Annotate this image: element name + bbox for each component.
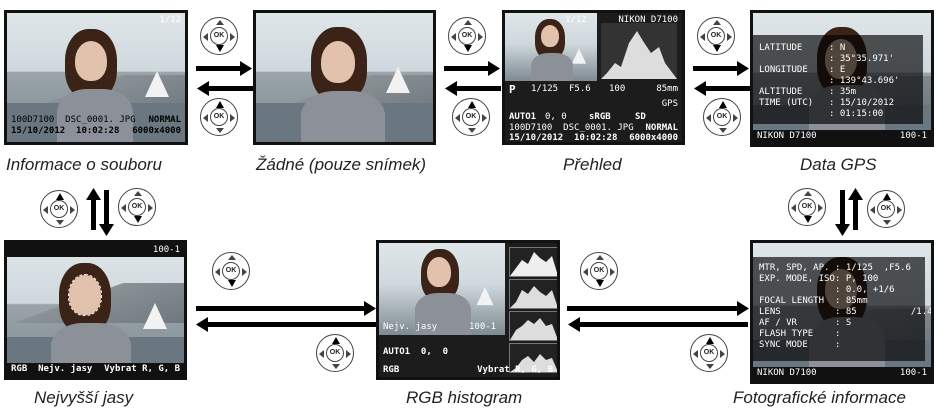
frame-counter: 1/12 bbox=[565, 15, 587, 25]
screen-overview: 1/12 NIKON D7100 P 1/125 F5.6 100 85mm G… bbox=[502, 10, 685, 145]
wb-adjust: 0, 0 bbox=[545, 112, 567, 122]
aperture: F5.6 bbox=[569, 84, 591, 94]
caption-rgb-histogram: RGB histogram bbox=[406, 388, 523, 407]
caption-file-info: Informace o souboru bbox=[6, 155, 162, 174]
multi-selector-icon: OK bbox=[452, 98, 490, 136]
multi-selector-icon: OK bbox=[40, 190, 78, 228]
focal-length: 85mm bbox=[656, 84, 678, 94]
highlights-label: Nejv. jasy bbox=[383, 322, 438, 332]
camera-model: NIKON D7100 bbox=[618, 15, 678, 25]
quality: NORMAL bbox=[645, 123, 678, 133]
multi-selector-icon: OK bbox=[212, 252, 250, 290]
caption-shooting-info: Fotografické informace bbox=[733, 388, 906, 407]
screen-rgb-histogram: Nejv. jasy 100-1 AUTO1 0, 0 RGB Vybrat R… bbox=[376, 240, 560, 380]
screen-none bbox=[253, 10, 436, 145]
multi-selector-icon: OK bbox=[867, 190, 905, 228]
camera-model: NIKON D7100 bbox=[757, 368, 817, 378]
iso: 100 bbox=[609, 84, 626, 94]
shooting-values: : 1/125 ,F5.6 : P, 100 : 0.0, +1/6 : 85m… bbox=[835, 263, 933, 350]
multi-selector-icon: OK bbox=[697, 17, 735, 55]
multi-selector-icon: OK bbox=[118, 188, 156, 226]
histogram-blue bbox=[509, 343, 557, 373]
file-name: 100D7100 DSC_0001. JPG bbox=[509, 123, 634, 133]
date-time: 15/10/2012 10:02:28 bbox=[11, 126, 120, 136]
camera-model: NIKON D7100 bbox=[757, 131, 817, 141]
screen-gps: LATITUDE LONGITUDE ALTITUDE TIME (UTC) :… bbox=[750, 10, 934, 147]
picture-control: SD bbox=[635, 112, 646, 122]
color-space: sRGB bbox=[589, 112, 611, 122]
quality: NORMAL bbox=[148, 115, 181, 125]
screen-highlights: 100-1 RGB Nejv. jasy Vybrat R, G, B bbox=[4, 240, 187, 380]
multi-selector-icon: OK bbox=[448, 17, 486, 55]
shooting-mode: P bbox=[509, 83, 516, 96]
multi-selector-icon: OK bbox=[200, 98, 238, 136]
multi-selector-icon: OK bbox=[703, 98, 741, 136]
file-name: 100D7100 DSC_0001. JPG bbox=[11, 115, 136, 125]
gps-badge: GPS bbox=[661, 99, 678, 109]
display-mode: RGB bbox=[383, 365, 400, 375]
shutter-speed: 1/125 bbox=[531, 84, 559, 94]
multi-selector-icon: OK bbox=[316, 334, 354, 372]
select-channel: Vybrat R, G, B bbox=[477, 365, 553, 375]
frame-number: 100-1 bbox=[899, 131, 927, 141]
multi-selector-icon: OK bbox=[690, 334, 728, 372]
caption-none: Žádné (pouze snímek) bbox=[256, 155, 427, 174]
screen-shooting-info: MTR, SPD, AP. EXP. MODE, ISO FOCAL LENGT… bbox=[750, 240, 934, 384]
gps-labels: LATITUDE LONGITUDE ALTITUDE TIME (UTC) bbox=[759, 43, 814, 108]
histogram-red bbox=[509, 279, 557, 309]
histogram-green bbox=[509, 311, 557, 341]
channel-label: RGB Nejv. jasy bbox=[11, 364, 93, 374]
date-time: 15/10/2012 10:02:28 bbox=[509, 133, 618, 143]
multi-selector-icon: OK bbox=[200, 17, 238, 55]
histogram-luminance bbox=[509, 247, 557, 277]
frame-number: 100-1 bbox=[152, 245, 180, 255]
multi-selector-icon: OK bbox=[580, 252, 618, 290]
image-size: 6000x4000 bbox=[132, 126, 181, 136]
white-balance: AUTO1 bbox=[509, 112, 537, 122]
select-channel: Vybrat R, G, B bbox=[104, 364, 180, 374]
caption-overview: Přehled bbox=[563, 155, 622, 174]
gps-values: : N : 35°35.971' : E : 139°43.696' : 35m… bbox=[829, 43, 900, 119]
frame-number: 100-1 bbox=[469, 322, 497, 332]
multi-selector-icon: OK bbox=[788, 188, 826, 226]
white-balance: AUTO1 0, 0 bbox=[383, 347, 449, 357]
caption-highlights: Nejvyšší jasy bbox=[34, 388, 134, 407]
caption-gps: Data GPS bbox=[800, 155, 877, 174]
frame-number: 100-1 bbox=[899, 368, 927, 378]
screen-file-info: 1/12 100D7100 DSC_0001. JPG 15/10/2012 1… bbox=[4, 10, 188, 145]
image-size: 6000x4000 bbox=[629, 133, 678, 143]
frame-counter: 1/12 bbox=[159, 15, 181, 25]
shooting-labels: MTR, SPD, AP. EXP. MODE, ISO FOCAL LENGT… bbox=[759, 263, 835, 350]
luminance-histogram bbox=[601, 23, 677, 79]
